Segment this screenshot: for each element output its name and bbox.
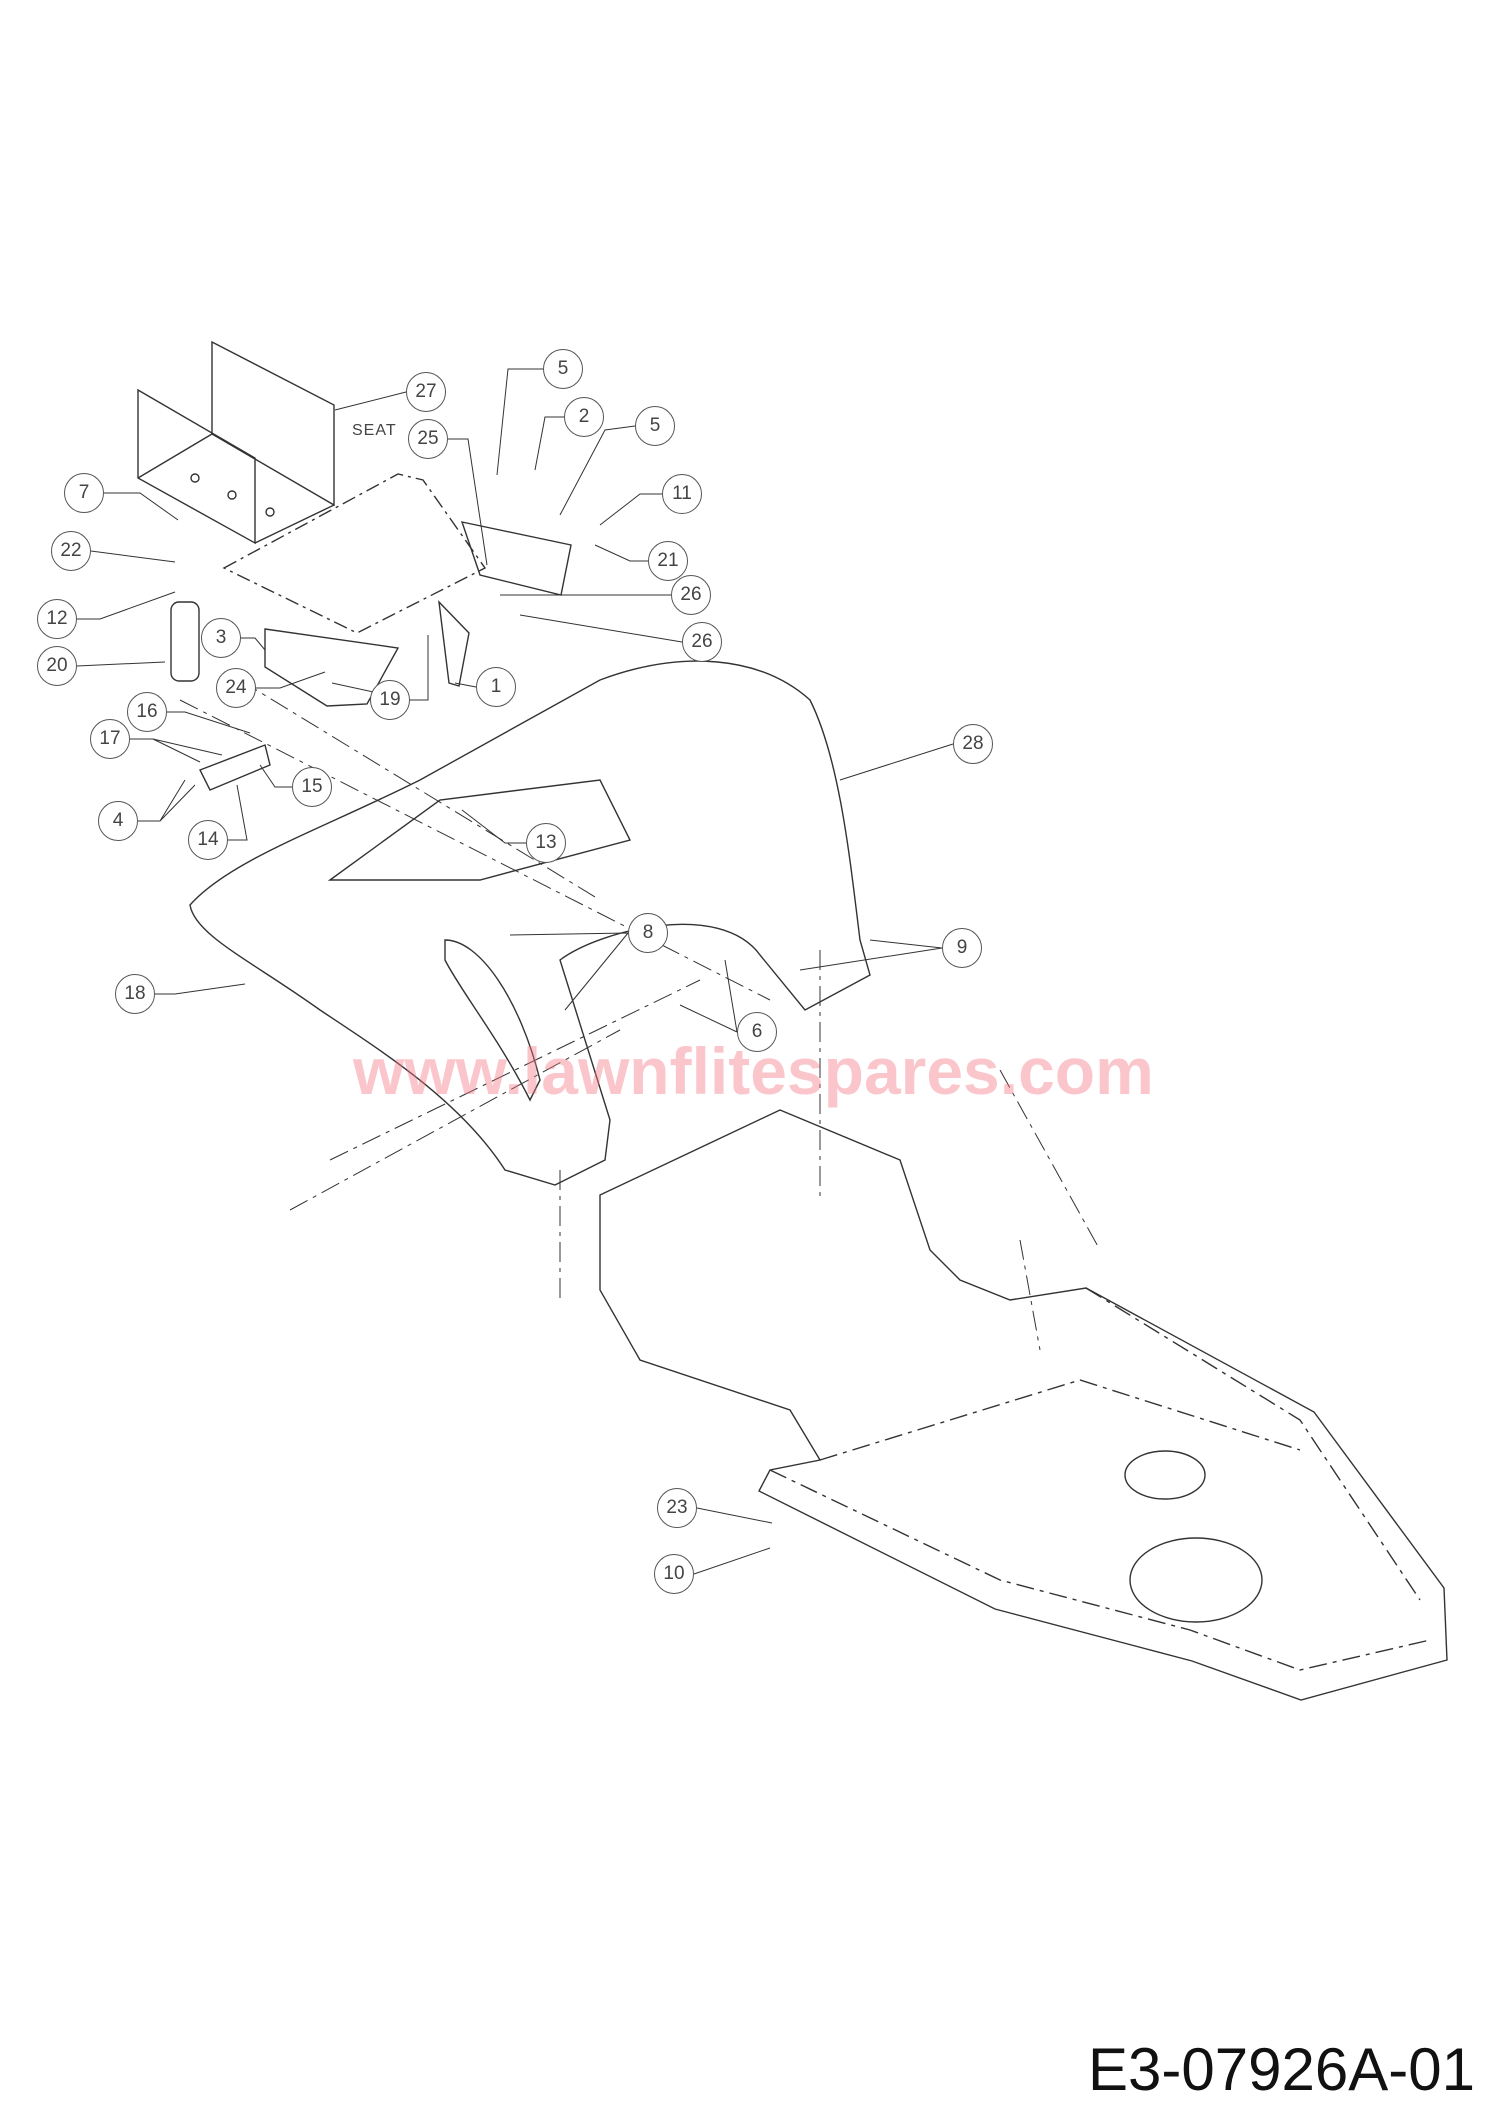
callout-part-5: 5 bbox=[635, 406, 675, 446]
seat-label: SEAT bbox=[352, 422, 397, 439]
callout-part-24: 24 bbox=[216, 668, 256, 708]
callout-part-20: 20 bbox=[37, 646, 77, 686]
callout-part-16: 16 bbox=[127, 692, 167, 732]
callout-part-17: 17 bbox=[90, 719, 130, 759]
callout-part-26: 26 bbox=[682, 622, 722, 662]
callout-part-18: 18 bbox=[115, 974, 155, 1014]
callout-part-7: 7 bbox=[64, 473, 104, 513]
seat-box-part bbox=[137, 340, 335, 545]
callout-part-9: 9 bbox=[942, 928, 982, 968]
fender-part bbox=[189, 660, 871, 1186]
callout-part-21: 21 bbox=[648, 541, 688, 581]
callout-part-3: 3 bbox=[201, 618, 241, 658]
callout-part-2: 2 bbox=[564, 397, 604, 437]
callout-part-27: 27 bbox=[406, 372, 446, 412]
callout-part-15: 15 bbox=[292, 767, 332, 807]
leader-lines bbox=[76, 368, 954, 1575]
callout-part-11: 11 bbox=[662, 474, 702, 514]
callout-part-6: 6 bbox=[737, 1012, 777, 1052]
callout-part-26: 26 bbox=[671, 575, 711, 615]
seat-plate-part bbox=[222, 473, 487, 634]
callout-part-28: 28 bbox=[953, 724, 993, 764]
callout-part-14: 14 bbox=[188, 820, 228, 860]
callout-part-12: 12 bbox=[37, 599, 77, 639]
seat-bracket-parts bbox=[170, 521, 572, 791]
drawing-code: E3-07926A-01 bbox=[1088, 2036, 1475, 2103]
callout-part-13: 13 bbox=[526, 823, 566, 863]
callout-part-22: 22 bbox=[51, 531, 91, 571]
callout-part-4: 4 bbox=[98, 801, 138, 841]
assembly-lines bbox=[179, 679, 1101, 1351]
callout-part-5: 5 bbox=[543, 349, 583, 389]
callout-part-10: 10 bbox=[654, 1554, 694, 1594]
callout-part-8: 8 bbox=[628, 913, 668, 953]
callout-part-25: 25 bbox=[408, 419, 448, 459]
callout-part-23: 23 bbox=[657, 1488, 697, 1528]
callout-part-1: 1 bbox=[476, 667, 516, 707]
callout-part-19: 19 bbox=[370, 680, 410, 720]
frame-part bbox=[599, 1109, 1448, 1701]
